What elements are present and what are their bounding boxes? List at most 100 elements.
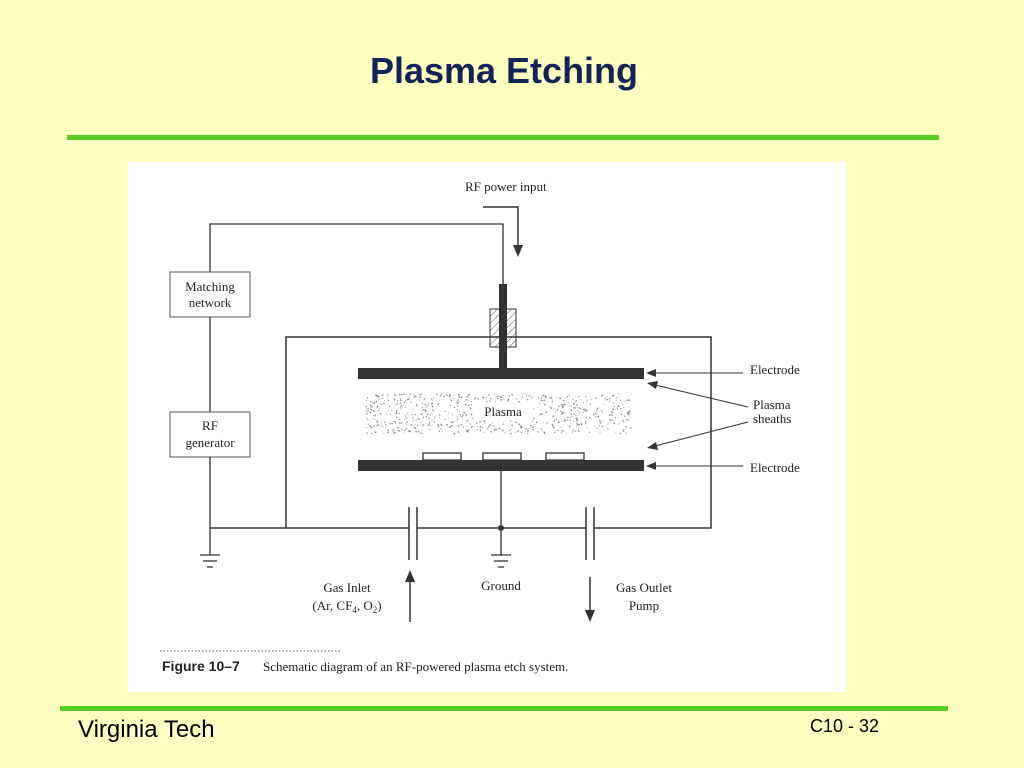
plasma-speckle [624,400,626,402]
plasma-speckle [370,408,373,411]
plasma-speckle [563,403,566,406]
plasma-speckle [599,419,601,422]
plasma-speckle [511,393,513,396]
plasma-region [365,393,633,435]
plasma-speckle [422,424,425,426]
plasma-speckle [403,393,405,395]
matching-network-label-1: Matching [185,279,235,294]
plasma-speckle [393,421,395,422]
plasma-speckle [496,397,498,399]
plasma-speckle [416,406,417,407]
plasma-speckle [562,412,564,414]
plasma-speckle [571,432,573,434]
plasma-speckle [401,429,403,431]
plasma-speckle [456,421,457,423]
plasma-speckle [372,401,374,404]
plasma-speckle [599,410,601,412]
plasma-speckle [437,403,440,406]
sheath-pointer-lower [654,421,749,447]
plasma-speckle [522,396,524,398]
plasma-speckle [553,431,556,434]
plasma-speckle [600,395,603,397]
plasma-speckle [433,411,435,413]
wafer-1 [422,452,462,461]
rf-wire-top [209,223,504,285]
plasma-speckle [595,397,597,399]
plasma-speckle [540,396,542,398]
plasma-speckle [429,422,431,424]
plasma-speckle [561,406,564,409]
plasma-speckle [441,431,443,433]
plasma-speckle [433,397,435,399]
plasma-speckle [394,421,397,423]
gas-inlet-arrowhead [405,570,415,582]
plasma-speckle [594,412,597,414]
plasma-speckle [380,424,382,426]
plasma-speckle [569,417,571,419]
plasma-speckle [568,394,570,396]
plasma-speckle [388,405,391,407]
plasma-speckle [526,429,529,432]
plasma-speckle [539,403,541,405]
plasma-speckle [558,421,560,424]
plasma-speckle [390,413,392,415]
plasma-speckle [545,397,547,399]
plasma-speckle [428,417,430,419]
plasma-speckle [466,425,468,427]
plasma-speckle [438,430,441,432]
plasma-speckle [452,414,453,416]
plasma-speckle [371,406,373,408]
plasma-speckle [570,409,573,412]
plasma-speckle [568,405,570,407]
plasma-speckle [453,394,455,396]
plasma-speckle [431,419,433,421]
plasma-speckle [413,396,415,398]
plasma-speckle [607,428,609,430]
plasma-speckle [425,410,427,412]
plasma-speckle [586,411,588,413]
plasma-speckle [466,419,468,422]
plasma-speckle [375,400,378,403]
plasma-speckle [452,397,455,400]
plasma-speckle [459,414,462,416]
plasma-speckle [525,431,526,433]
plasma-speckle [600,422,602,424]
plasma-speckle [366,432,368,434]
plasma-speckle [502,394,504,396]
plasma-speckle [541,413,543,415]
plasma-speckle [531,427,533,428]
plasma-speckle [488,393,490,396]
plasma-speckle [535,421,538,424]
plasma-speckle [545,422,548,424]
plasma-speckle [444,411,446,413]
plasma-speckle [543,432,546,435]
plasma-speckle [490,430,492,433]
plasma-speckle [367,410,369,412]
plasma-speckle [467,430,469,432]
plasma-speckle [526,398,529,401]
plasma-speckle [577,410,579,412]
plasma-speckle [427,403,429,405]
electrode-top-label: Electrode [750,362,800,377]
plasma-speckle [408,397,410,399]
plasma-speckle [373,402,376,404]
rf-generator-label-1: RF [202,418,218,433]
plasma-speckle [596,408,599,410]
plasma-speckle [369,404,372,407]
plasma-speckle [522,393,524,395]
wafer-2 [482,452,522,461]
plasma-speckle [400,422,403,424]
plasma-speckle [376,424,379,427]
plasma-speckle [395,416,398,418]
plasma-speckle [389,422,391,425]
plasma-speckle [493,425,495,427]
plasma-speckle [468,400,470,402]
top-electrode [358,368,644,379]
plasma-speckle [620,413,623,416]
plasma-speckle [602,412,604,414]
gas-outlet-arrowhead [585,610,595,622]
plasma-speckle [471,425,473,428]
plasma-speckle [516,400,518,402]
plasma-speckle [497,395,499,397]
plasma-speckle [553,420,555,423]
